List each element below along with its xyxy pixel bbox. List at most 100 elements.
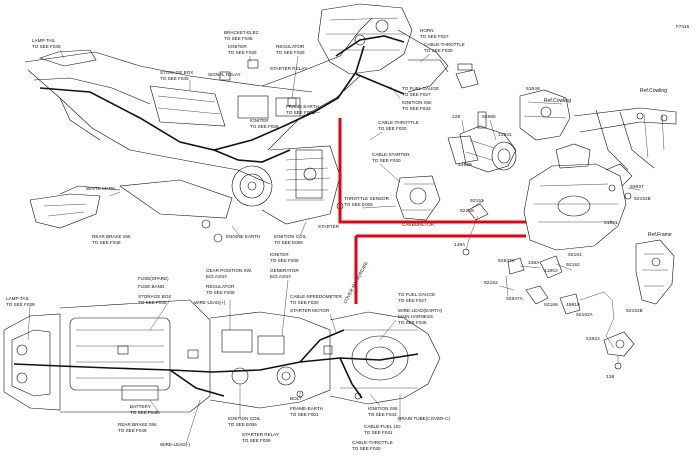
label-starter-relay-bottom: STARTER RELAY [242,432,279,437]
part-number: 92151 [470,198,484,204]
label-cable-throttle-bottom-ref: TO SEE F030 [352,446,381,451]
part-number: 49019 [566,302,580,308]
label-lamp-tail: LAMP-TAIL [32,38,56,43]
label-fuse-spare: FUSE(SPARE) [138,276,169,281]
label-rear-brake-sw-bottom: REAR BRAKE SW. [118,422,157,427]
bottom-bike-drawing [3,299,441,413]
label-frame-earth-bottom: FRAME-EARTH [290,406,323,411]
part-number: 92192B [634,196,651,202]
label-regulator-bottom: REGULATOR [206,284,235,289]
label-frame-earth-ref: TO SEE F001 [286,110,315,115]
label-starter-relay-bottom-ref: TO SEE F039 [242,438,271,443]
label-igniter: IGNITER [228,44,247,49]
part-number: 14020 [458,162,472,168]
label-generator-ref: E/G ASSY [270,274,291,279]
label-generator: GENERATOR [270,268,299,273]
label-cable-fuel-lid-ref: TO SEE F041 [364,430,393,435]
label-frame-earth: FRAME EARTH [286,104,319,109]
label-ignition-sw-bottom-ref: TO SEE F043 [368,412,397,417]
label-igniter-bottom: IGNITER [270,252,289,257]
label-carburetor: CARBURETOR [402,222,435,227]
label-cable-fuel-lid: CABLE-FUEL LID [364,424,401,429]
label-to-fuel-gauge-bottom: TO FUEL GAUGE [398,292,435,297]
label-ignition-coil-bottom: IGNITION COIL [228,416,261,421]
label-rear-brake-sw-ref: TO SEE F048 [92,240,121,245]
label-bolt: BOLT [290,396,302,401]
label-horn: HORN [420,28,434,33]
part-number: 92037A [498,258,515,264]
ref-frame: Ref.Frame [648,232,672,238]
label-to-fuel-gauge: TO FUEL GAUGE [402,86,439,91]
part-number: 92037A [506,296,523,302]
label-storage-box: STORAGE BOX [160,70,193,75]
label-ignition-sw: IGNITION SW. [402,100,432,105]
label-cable-starter: CABLE-STARTER [372,152,410,157]
label-storage-box-bottom: STORAGE BOX [138,294,171,299]
figure-code: F7416 [676,24,689,29]
label-gear-position-sw-ref: E/G ASSY [206,274,227,279]
label-igniter-ref: TO SEE F039 [228,50,257,55]
part-number: 92182 [484,280,498,286]
label-igniter-2-ref: TO SEE F039 [250,124,279,129]
label-wire-lead-earth: WIRE-LEAD(EARTH) [398,308,443,313]
red-route-upper [338,118,526,224]
label-rear-brake-sw: REAR BRAKE SW. [92,234,131,239]
label-wire-lead-minus: WIRE-LEAD(-) [160,442,191,447]
part-number: 130A [528,260,539,266]
label-lamp-tail-ref: TO SEE F039 [32,44,61,49]
label-regulator: REGULATOR [276,44,305,49]
part-number: 92161 [568,252,582,258]
part-number: 130 [606,374,615,380]
label-main-harness-ref: TO SEE F045 [398,320,427,325]
label-igniter-2: IGNITER [250,118,269,123]
part-number: 92005 [482,114,496,120]
label-cable-throttle-top-ref: TO SEE F030 [424,48,453,53]
bottom-labels: LAMP-TAIL TO SEE F039 FUSE(SPARE) FUSE B… [6,252,450,451]
fuel-tank-drawing: F7416 [447,24,689,370]
top-bike-drawing [24,3,449,243]
label-white-mark: WHITE MARK [86,186,116,191]
label-signal-relay: SIGNAL RELAY [208,72,241,77]
label-ignition-coil-ref: TO SEE E006 [274,240,303,245]
label-ignition-coil-bottom-ref: TO SEE E006 [228,422,257,427]
part-number: 92037 [630,184,644,190]
label-bracket-elec-ref: TO SEE F045 [224,36,253,41]
label-drain-tube: DRAIN TUBE(COVER-C) [398,416,450,421]
label-ignition-coil: IGNITION COIL [274,234,307,239]
label-bracket-elec: BRACKET-ELEC [224,30,260,35]
ref-cowling-1: Ref.Cowling [544,98,571,104]
part-number: 11053 [544,268,558,274]
part-number: 92192A [576,312,593,318]
part-number: 92200 [460,208,474,214]
part-number: 92192 [566,262,580,268]
label-to-fuel-gauge-ref: TO SEE F027 [402,92,431,97]
top-labels: LAMP-TAIL TO SEE F039 STORAGE BOX TO SEE… [32,28,465,245]
label-starter: STARTER [318,224,340,229]
label-starter-relay: STARTER RELAY [270,66,307,71]
label-gear-position-sw: GEAR POSITION SW. [206,268,252,273]
label-throttle-sensor-ref: TO SEE E005 [344,202,373,207]
part-number: 11041 [498,132,512,138]
label-regulator-bottom-ref: TO SEE F039 [206,290,235,295]
part-number: 51049 [526,86,540,92]
label-starter-motor: STARTER MOTOR [290,308,330,313]
label-wire-lead-plus: WIRE-LEAD(+) [194,300,226,305]
part-number: 220 [452,114,461,120]
label-battery: BATTERY [130,404,151,409]
label-ignition-sw-bottom: IGNITION SW. [368,406,398,411]
label-throttle-sensor: THROTTLE SENSOR [344,196,390,201]
red-highlight-lines [338,118,526,304]
part-number: 92192B [626,308,643,314]
label-cable-starter-ref: TO SEE F030 [372,158,401,163]
label-frame-earth-bottom-ref: TO SEE F001 [290,412,319,417]
label-lamp-tail-bottom: LAMP-TAIL [6,296,30,301]
label-cable-speedometer: CABLE-SPEEDOMETER [290,294,343,299]
label-main-harness: MAIN HARNESS [398,314,433,319]
label-horn-ref: TO SEE F027 [420,34,449,39]
part-number: 51023 [586,336,600,342]
label-engine-earth: ENGINE EARTH [226,234,260,239]
part-number: 130A [454,242,465,248]
label-cable-throttle-ref: TO SEE F030 [378,126,407,131]
